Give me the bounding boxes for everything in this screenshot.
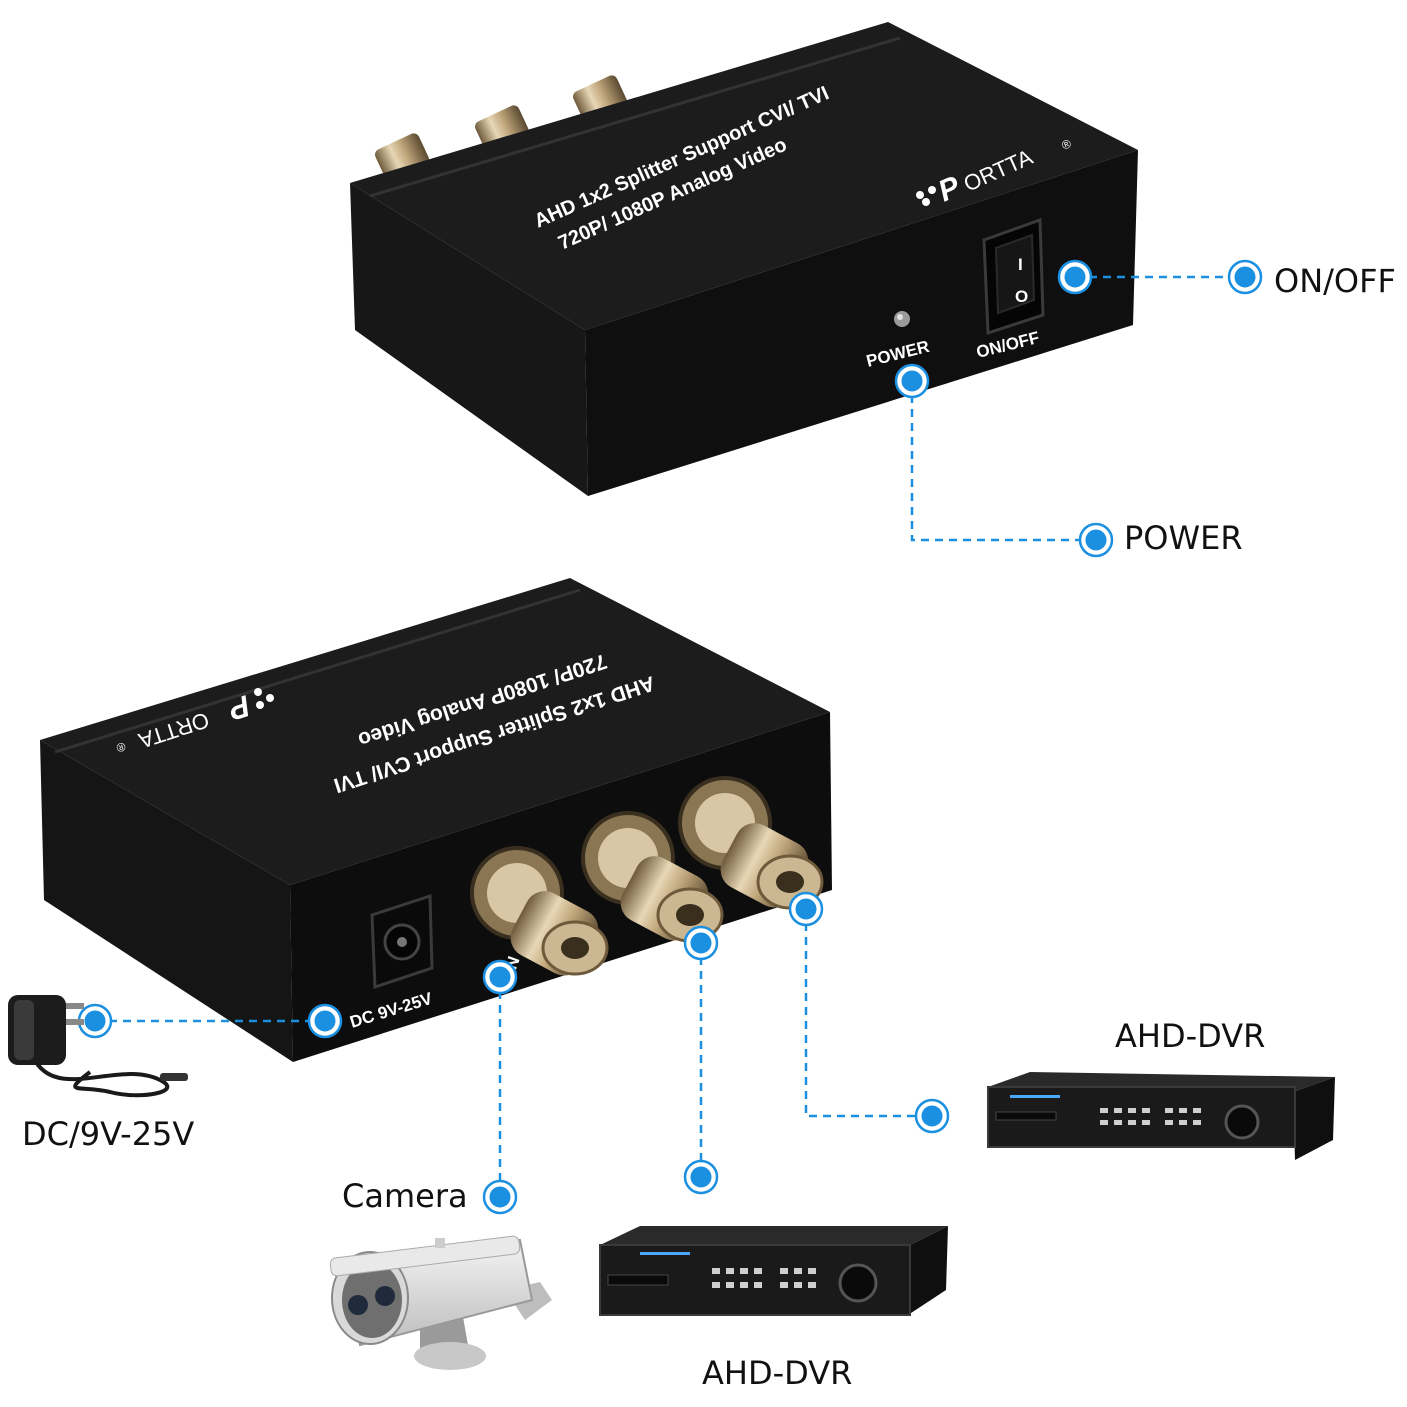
dot-dvr-right [914,1098,950,1134]
bnc-in-connector[interactable] [470,846,609,983]
dot-bnc-out2 [788,891,824,927]
on-off-callout-label: ON/OFF [1274,262,1396,300]
power-callout-label: POWER [1124,519,1243,557]
dvr-icon [599,1226,948,1316]
dot-camera [482,1179,518,1215]
dot-dvr-bottom [683,1159,719,1195]
dvr-right-callout-label: AHD-DVR [1115,1017,1266,1055]
dc-power-jack[interactable] [370,893,434,990]
camera-icon [329,1235,552,1370]
dot-bnc-in [482,959,518,995]
dot-power-led [894,363,930,399]
callout-dots [77,259,1263,1215]
camera-callout-label: Camera [342,1177,468,1215]
bottom-splitter-device: AHD 1x2 Splitter Support CVI/ TVI 720P/ … [40,578,832,1062]
switch-off-symbol: O [1015,287,1028,306]
top-splitter-device: AHD 1x2 Splitter Support CVI/ TVI 720P/ … [350,22,1138,496]
power-adapter-icon [8,995,188,1098]
dvr-icon [987,1072,1335,1160]
dot-on-off [1227,259,1263,295]
dc-callout-label: DC/9V-25V [22,1115,195,1153]
switch-on-symbol: I [1018,255,1023,274]
bottom-brand-registered: ® [115,739,128,755]
dot-switch [1057,259,1093,295]
dvr-bottom-callout-label: AHD-DVR [702,1354,853,1392]
dot-power [1078,522,1114,558]
power-rocker-switch[interactable]: I O [982,217,1045,336]
dot-bnc-out1 [683,925,719,961]
connector-lines [95,275,1245,1197]
dot-dc-jack [307,1003,343,1039]
